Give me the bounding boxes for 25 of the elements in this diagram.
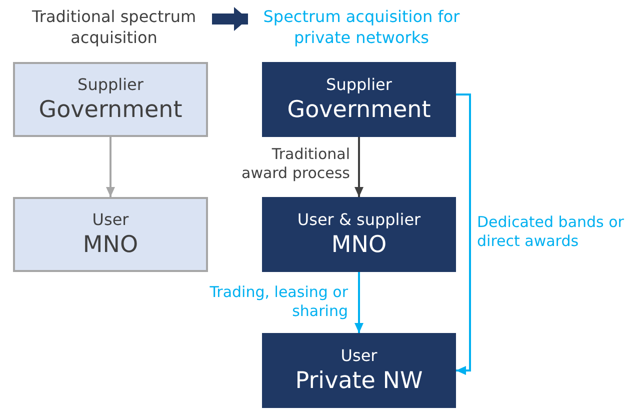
entity-label: Government [287, 96, 431, 124]
entity-label: MNO [82, 230, 138, 260]
entity-label: Private NW [295, 366, 423, 396]
heading-text: Spectrum acquisition for private networks [262, 6, 461, 48]
arrow [106, 137, 115, 197]
process-box [13, 62, 208, 137]
heading-text: Traditional spectrum acquisition [30, 6, 198, 48]
role-label: User [92, 210, 129, 230]
edge-label: Traditional award process [240, 145, 350, 183]
arrow [354, 137, 364, 197]
edge-label: Trading, leasing or sharing [208, 283, 348, 321]
process-box [262, 333, 456, 408]
entity-label: Government [38, 96, 182, 124]
process-box [13, 197, 208, 272]
role-label: Supplier [326, 74, 392, 94]
process-box [262, 62, 456, 137]
arrow [456, 94, 471, 375]
process-box [262, 197, 456, 272]
entity-label: MNO [331, 230, 387, 260]
block-arrow [212, 7, 248, 31]
role-label: User [340, 346, 378, 366]
edge-label: Dedicated bands or direct awards [477, 213, 625, 251]
role-label: User & supplier [297, 210, 421, 230]
role-label: Supplier [78, 74, 144, 94]
arrow [354, 272, 364, 333]
